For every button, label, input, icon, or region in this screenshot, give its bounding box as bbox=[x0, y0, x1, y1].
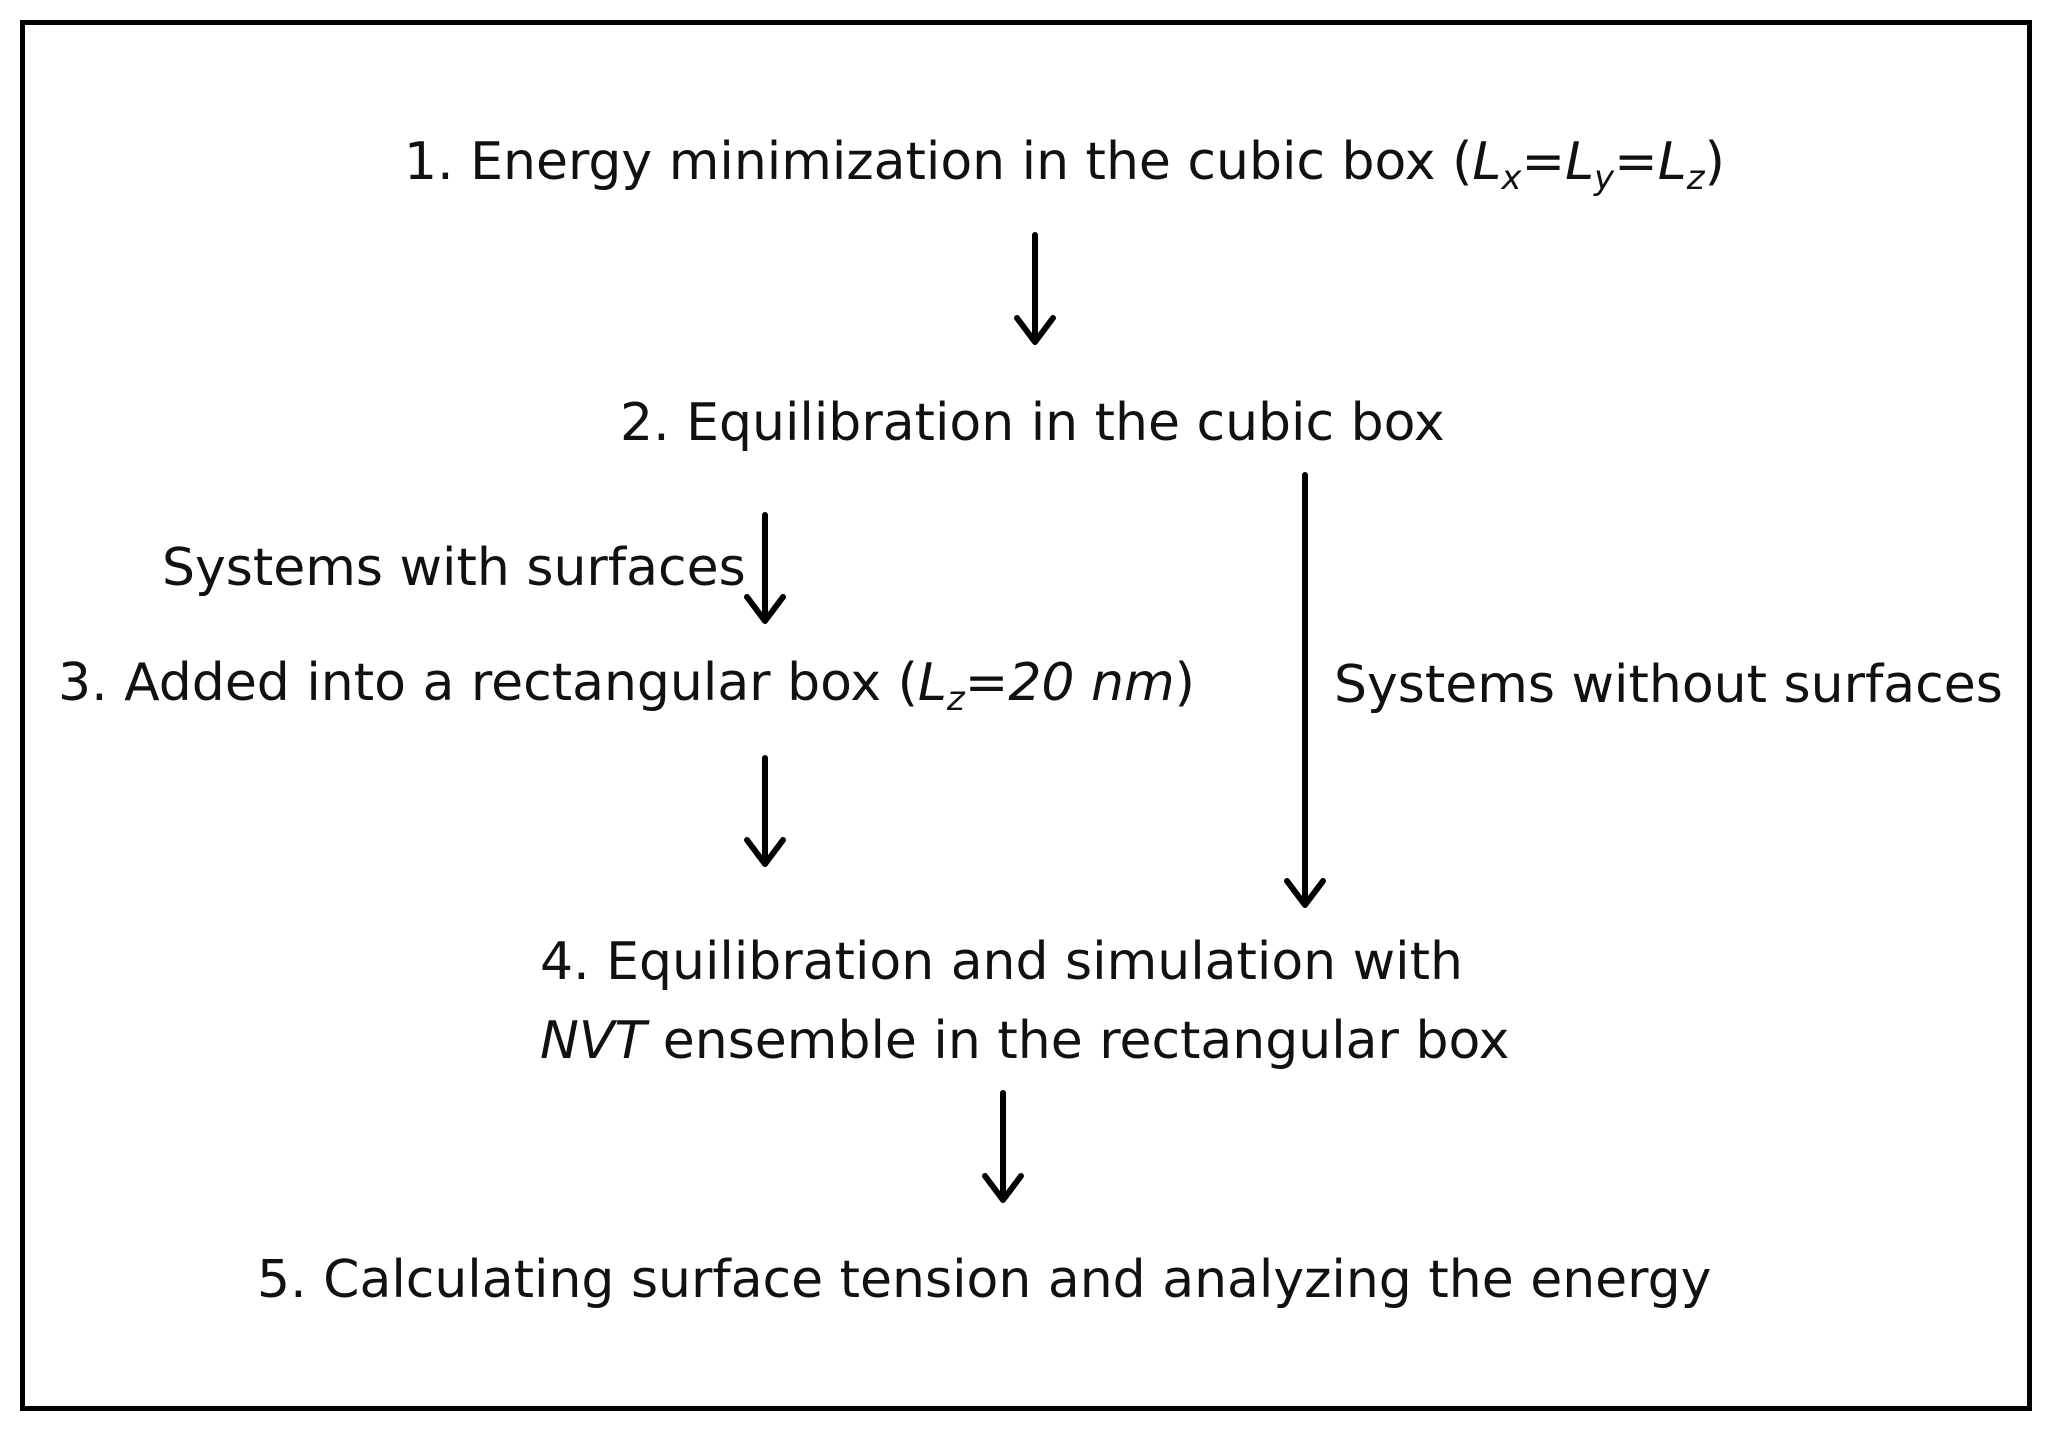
step-3-rectangular-box: 3. Added into a rectangular box (Lz=20 n… bbox=[58, 653, 1195, 719]
branch-label-without-surfaces: Systems without surfaces bbox=[1334, 655, 2003, 715]
branch-label-with-surfaces: Systems with surfaces bbox=[162, 538, 746, 598]
diagram-frame bbox=[20, 20, 2032, 1411]
step-1-energy-minimization: 1. Energy minimization in the cubic box … bbox=[404, 132, 1725, 198]
arrow-step2-to-step3 bbox=[744, 512, 786, 624]
arrow-step3-to-step4 bbox=[744, 755, 786, 867]
step-4-line-1: 4. Equilibration and simulation with bbox=[540, 932, 1463, 992]
arrow-step2-to-step4-bypass bbox=[1284, 472, 1326, 908]
arrow-step4-to-step5 bbox=[982, 1090, 1024, 1203]
step-2-equilibration-cubic: 2. Equilibration in the cubic box bbox=[620, 393, 1445, 453]
step-4-line-2: NVT ensemble in the rectangular box bbox=[540, 1011, 1510, 1071]
arrow-step1-to-step2 bbox=[1014, 232, 1056, 345]
step-5-surface-tension: 5. Calculating surface tension and analy… bbox=[257, 1250, 1712, 1310]
